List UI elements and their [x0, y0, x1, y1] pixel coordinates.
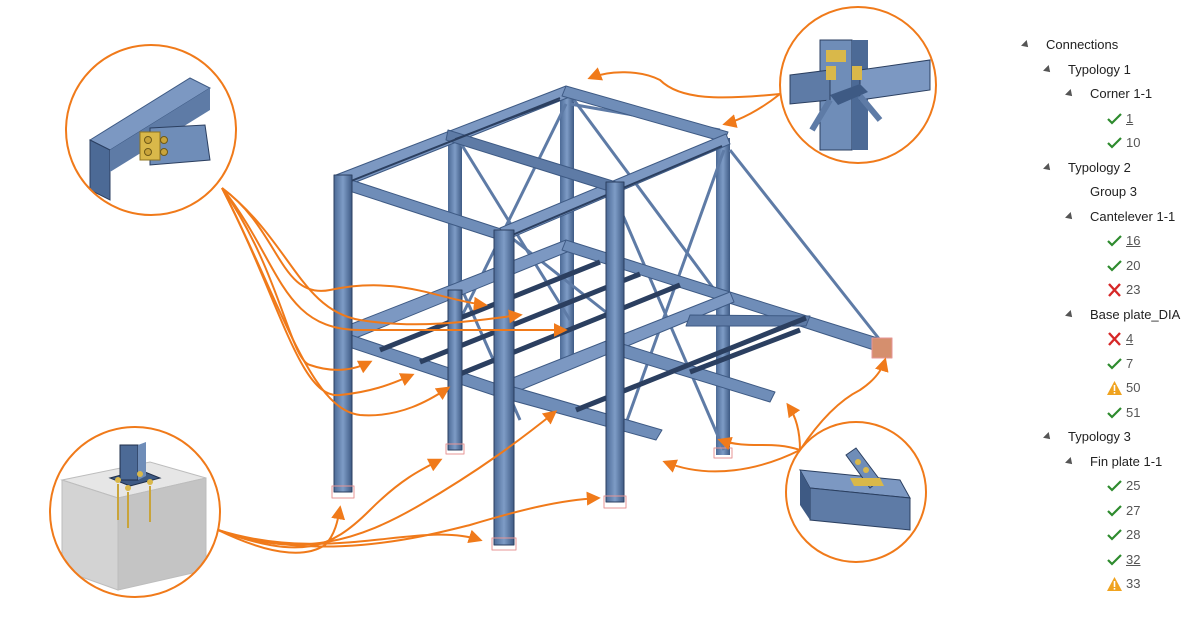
tree-node-label: Fin plate 1-1 — [1090, 453, 1163, 469]
base-markers — [331, 337, 893, 551]
tree-node-label: Typology 2 — [1068, 159, 1131, 175]
checkmark-icon — [1107, 259, 1122, 272]
warning-triangle-icon — [1107, 381, 1122, 395]
checkmark-icon — [1107, 504, 1122, 517]
connection-number: 33 — [1126, 576, 1141, 591]
connection-number: 7 — [1126, 355, 1134, 371]
detail-fin-plate — [785, 421, 927, 563]
connection-number: 4 — [1126, 331, 1134, 346]
connection-number: 10 — [1126, 135, 1141, 150]
connection-number: 1 — [1126, 110, 1134, 126]
steel-frame-diagram — [49, 6, 937, 598]
connection-number: 27 — [1126, 502, 1141, 518]
triangle-expanded-icon[interactable] — [1065, 89, 1075, 99]
triangle-expanded-icon[interactable] — [1065, 309, 1075, 320]
detail-beam-column-connection — [65, 44, 237, 216]
detail-base-plate — [49, 426, 221, 598]
cross-icon — [1108, 283, 1121, 297]
tree-node-label: Typology 1 — [1068, 61, 1131, 77]
connection-number: 25 — [1126, 478, 1141, 493]
connection-number: 50 — [1126, 380, 1141, 395]
connection-number: 28 — [1126, 527, 1141, 542]
warning-triangle-icon — [1107, 577, 1122, 591]
checkmark-icon — [1107, 357, 1122, 370]
connection-number: 51 — [1126, 404, 1141, 420]
connector-arrows — [217, 67, 889, 554]
tree-node-label: Typology 3 — [1068, 429, 1131, 444]
checkmark-icon — [1107, 480, 1122, 492]
checkmark-icon — [1107, 235, 1122, 247]
triangle-expanded-icon[interactable] — [1065, 456, 1075, 467]
roof-beams — [333, 85, 731, 241]
detail-corner-connection — [779, 6, 937, 164]
tree-node-label: Group 3 — [1090, 184, 1137, 199]
tree-node-label: Cantelever 1-1 — [1090, 208, 1176, 224]
connection-number: 20 — [1126, 257, 1141, 273]
cross-icon — [1108, 332, 1121, 346]
triangle-expanded-icon[interactable] — [1043, 432, 1053, 442]
tree-node-label: Connections — [1046, 37, 1119, 52]
triangle-expanded-icon[interactable] — [1043, 162, 1053, 173]
connection-number: 32 — [1126, 551, 1141, 567]
triangle-expanded-icon[interactable] — [1043, 64, 1053, 75]
triangle-expanded-icon[interactable] — [1065, 211, 1075, 222]
connection-number: 23 — [1126, 282, 1141, 297]
triangle-expanded-icon[interactable] — [1021, 40, 1031, 50]
checkmark-icon — [1107, 553, 1122, 566]
checkmark-icon — [1107, 112, 1122, 125]
checkmark-icon — [1107, 406, 1122, 419]
tree-node-label: Base plate_DIA — [1090, 306, 1181, 322]
checkmark-icon — [1107, 529, 1122, 541]
connection-number: 16 — [1126, 233, 1141, 248]
frame-structure — [331, 85, 893, 551]
tree-node-label: Corner 1-1 — [1090, 86, 1153, 101]
checkmark-icon — [1107, 137, 1122, 149]
